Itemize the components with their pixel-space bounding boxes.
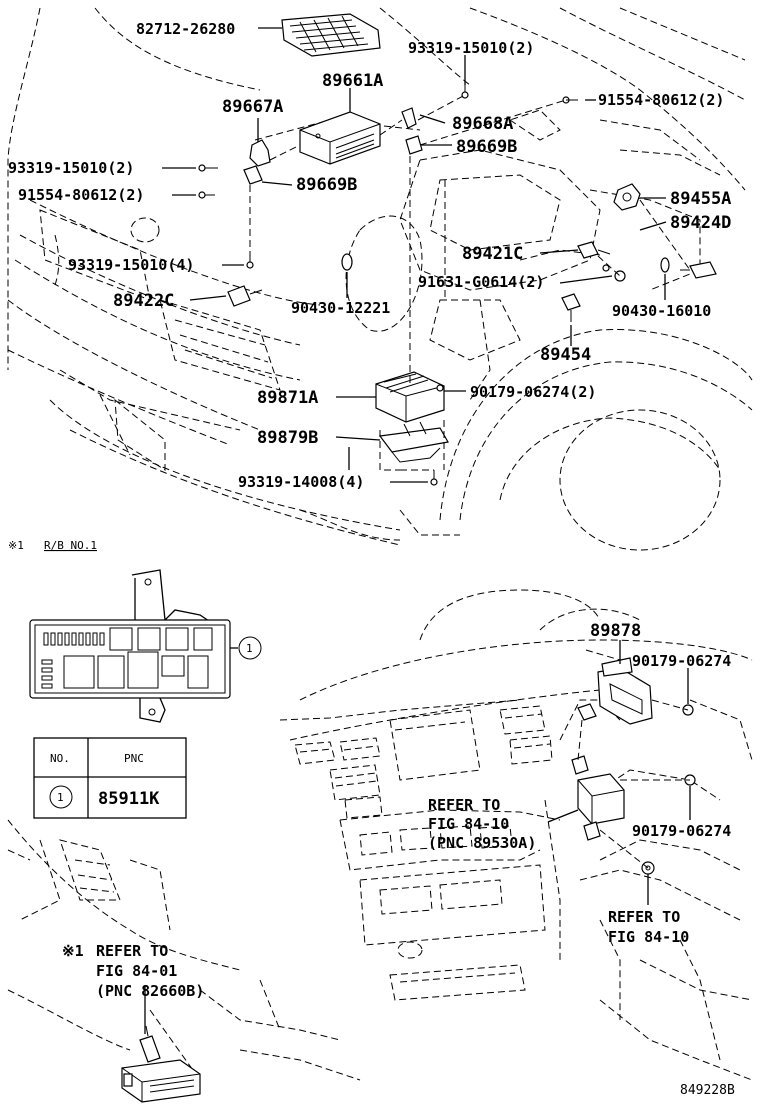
nuts-lower [641,704,696,875]
leader-lines-upper [162,27,667,483]
label-89879B: 89879B [257,428,318,448]
table-header-pnc: PNC [124,752,144,765]
label-89454: 89454 [540,345,591,365]
dashboard-drawing [7,589,753,1081]
refer-fig-84-10-line3: (PNC 89530A) [428,834,536,852]
label-89455A: 89455A [670,189,731,209]
refer-fig-84-10-line2: FIG 84-10 [428,815,509,833]
labels-lower: 89878 90179-06274 90179-06274 REFER TO F… [62,621,735,1098]
refer-fig-84-01-line1: REFER TO [96,942,168,960]
label-89669B-top: 89669B [456,137,517,157]
label-91554-80612-left: 91554-80612(2) [18,186,144,204]
label-90430-12221: 90430-12221 [291,299,390,317]
fuse-row-small [43,632,105,646]
sensor-89424D [680,261,717,279]
label-89422C: 89422C [113,291,174,311]
sensor-82660B [121,1025,201,1103]
label-93319-15010-top: 93319-15010(2) [408,39,534,57]
pnc-table: NO. PNC 1 85911K [33,737,187,819]
table-header-no: NO. [50,752,70,765]
label-93319-14008: 93319-14008(4) [238,473,364,491]
table-row-circle [49,785,73,809]
rb-note-text: R/B NO.1 [44,539,97,552]
rb-note-mark: ※1 [8,539,24,552]
callout-number: 1 [246,642,253,655]
label-93319-15010-left: 93319-15010(2) [8,159,134,177]
figure-id: 849228B [680,1083,735,1098]
refer-fig-84-10-line1: REFER TO [428,796,500,814]
sensor-89454 [561,293,581,322]
bracket-89879B [378,421,449,463]
label-90179-06274-b: 90179-06274 [632,822,731,840]
label-90430-16010: 90430-16010 [612,302,711,320]
relay-block-inset: ※1 R/B NO.1 [8,539,262,723]
label-93319-15010-4: 93319-15010(4) [68,256,194,274]
table-row-pnc: 85911K [98,789,160,809]
label-89871A: 89871A [257,388,318,408]
ecu-89871A [375,371,445,423]
assembly-dash-lines-upper [249,94,691,471]
refer-fig-84-10-b-line1: REFER TO [608,908,680,926]
label-89667A: 89667A [222,97,283,117]
ecu-upper-box-82712 [281,13,381,57]
label-89661A: 89661A [322,71,383,91]
brackets-89668A [401,107,423,155]
ecu-89530A [571,755,625,841]
refer-fig-84-01-line2: FIG 84-01 [96,962,177,980]
table-row-no: 1 [57,791,64,804]
label-89878: 89878 [590,621,641,641]
label-91631-G0614: 91631-G0614(2) [418,273,544,291]
labels-upper: 82712-26280 93319-15010(2) 89661A 91554-… [8,20,731,491]
module-89878 [577,657,653,725]
clamps-90430 [341,253,670,273]
label-89424D: 89424D [670,213,731,233]
sensor-89455A [613,183,641,211]
bolts-upper [198,78,626,486]
label-89421C: 89421C [462,244,523,264]
sensor-89421C [577,241,611,259]
assembly-dash-lines-lower [577,699,690,869]
ecu-89661A [299,111,381,165]
refer-fig-84-01-line3: (PNC 82660B) [96,982,204,1000]
refer-fig-84-10-b-line2: FIG 84-10 [608,928,689,946]
callout-circle [238,636,262,660]
label-89669B-mid: 89669B [296,175,357,195]
leader-lines-lower [144,640,691,1034]
label-91554-80612-top: 91554-80612(2) [598,91,724,109]
label-90179-06274-a: 90179-06274 [632,652,731,670]
label-89668A: 89668A [452,114,513,134]
vehicle-front-drawing [7,7,753,551]
label-90179-06274-2: 90179-06274(2) [470,383,596,401]
bracket-89667A [243,139,271,185]
refer-fig-84-01-mark: ※1 [62,942,84,960]
sensor-89422C [227,285,263,307]
label-82712-26280: 82712-26280 [136,20,235,38]
